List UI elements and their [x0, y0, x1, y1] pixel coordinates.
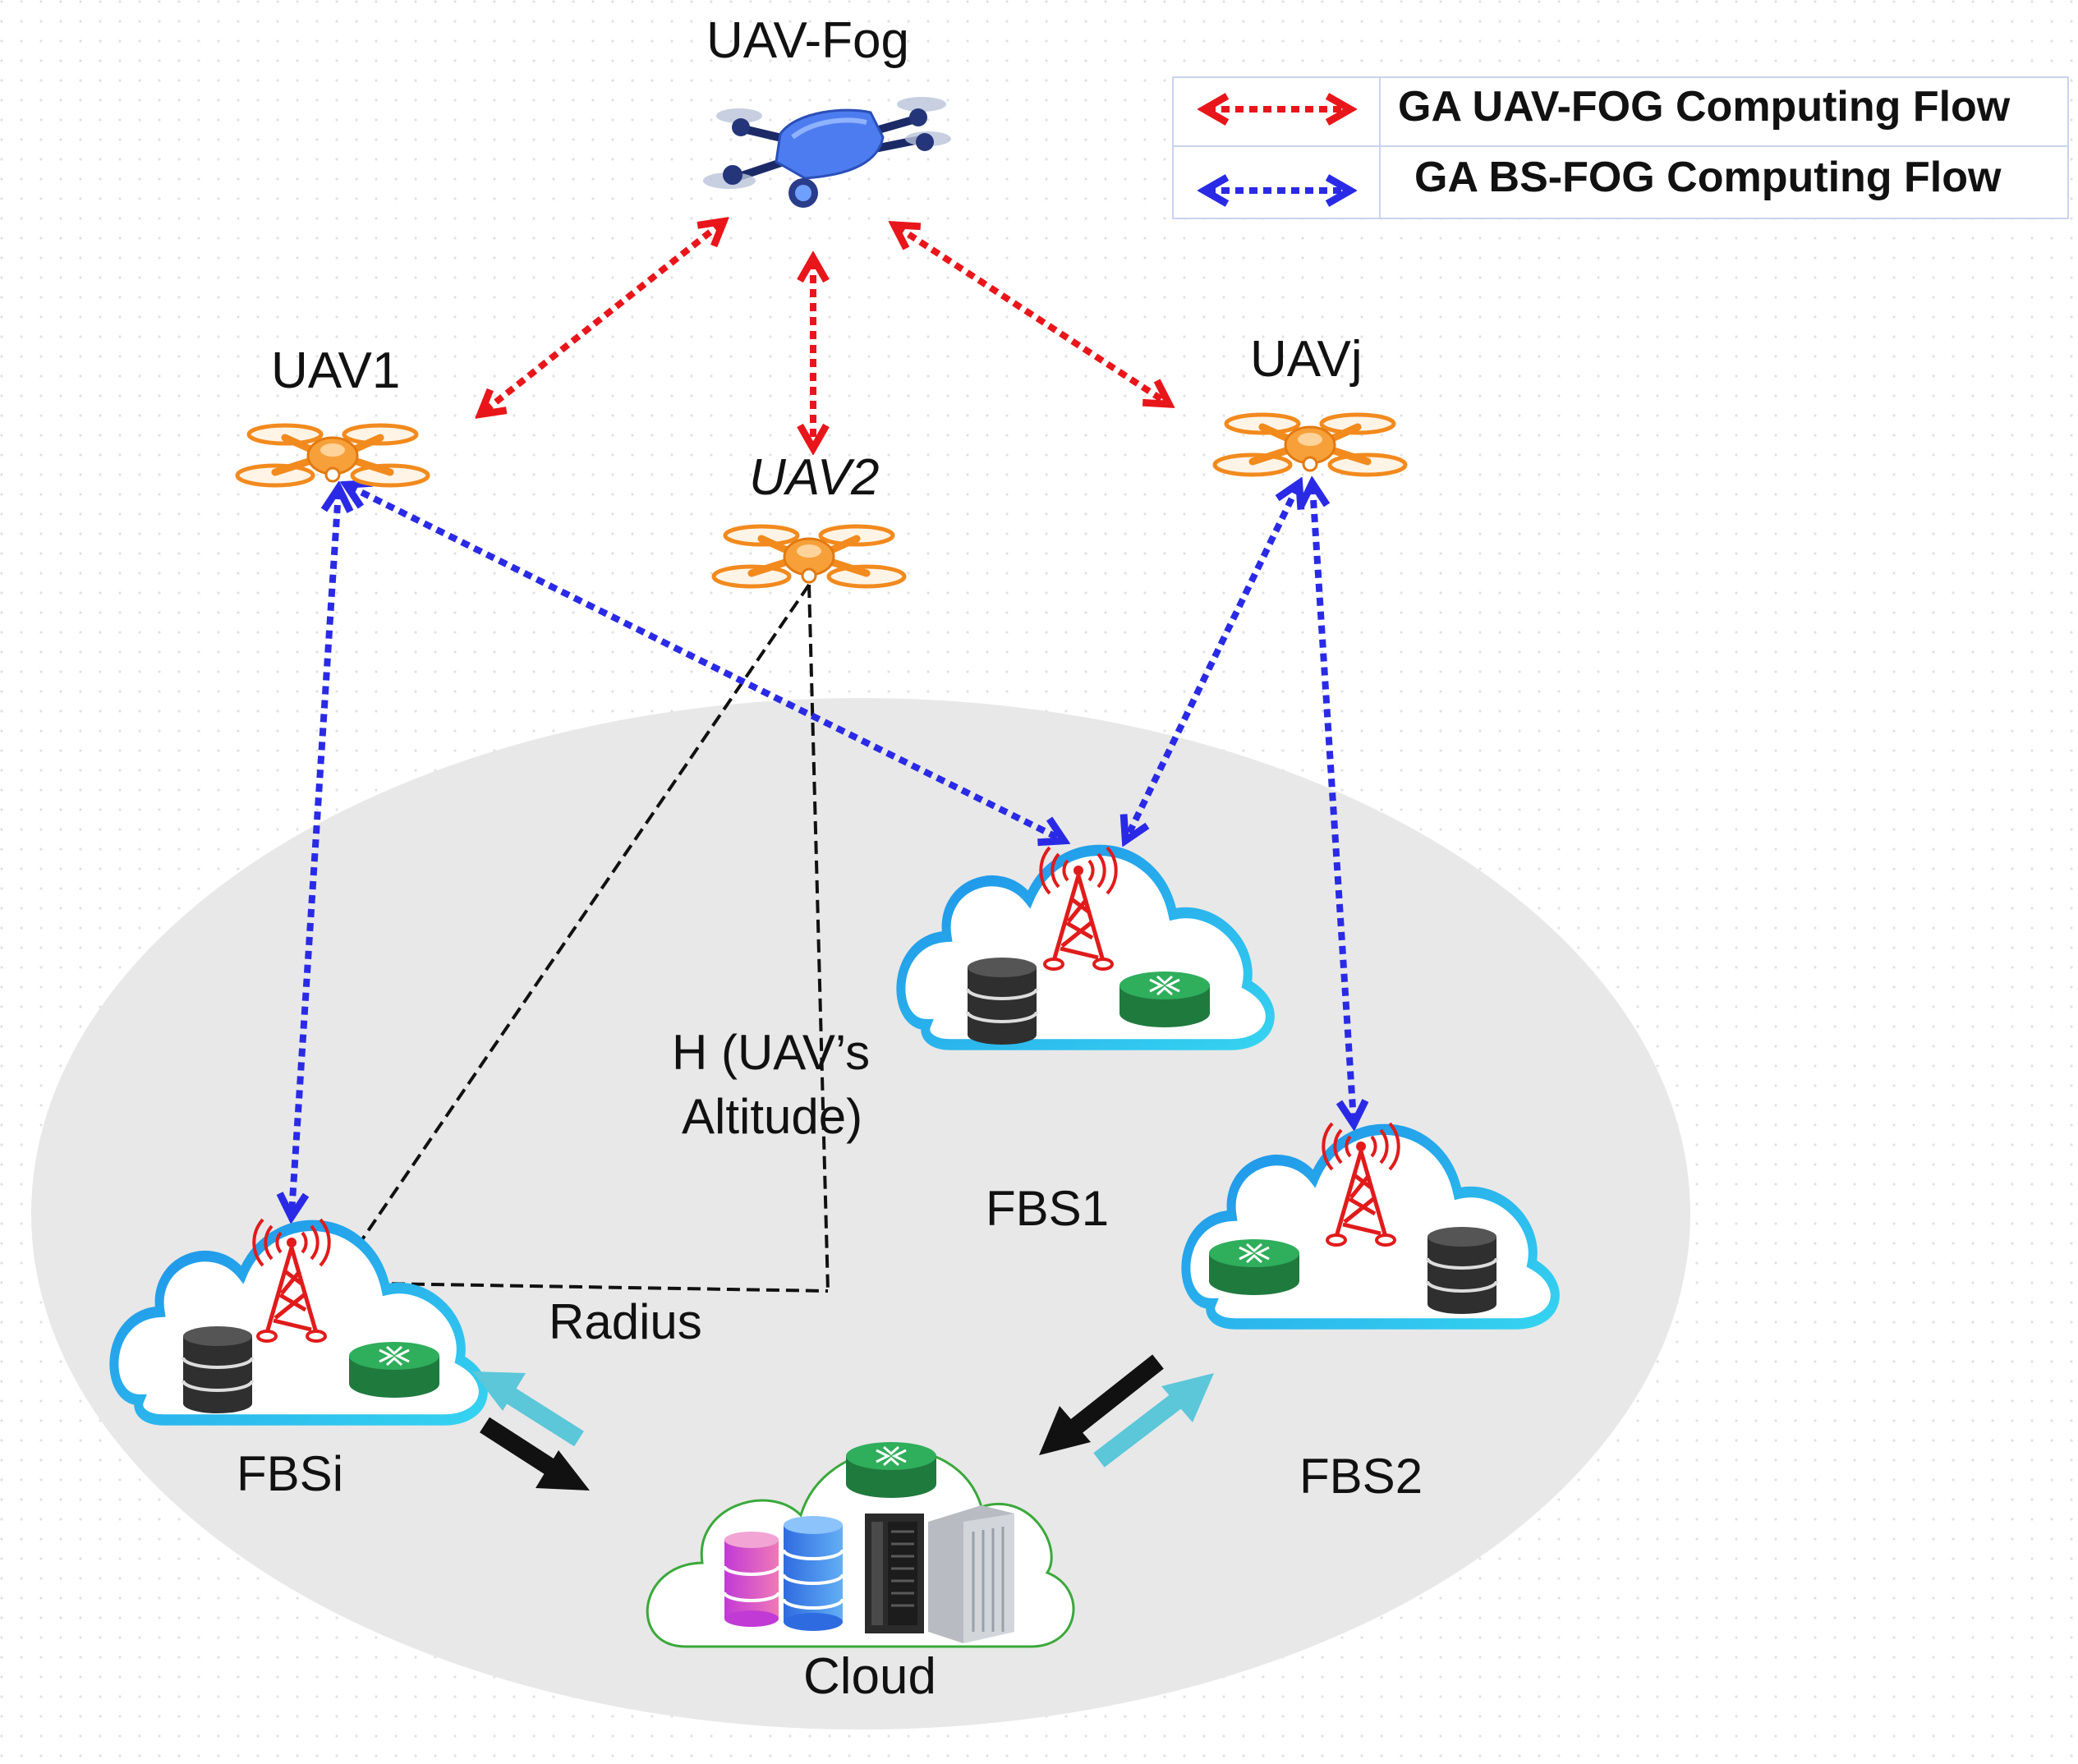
fbsi-download-arrow — [480, 1417, 590, 1491]
fbs1-router-icon — [1118, 970, 1211, 1029]
flow-fog-uav1 — [483, 223, 721, 412]
bs-fog-flows — [292, 486, 1354, 1214]
fbsi-router-icon — [347, 1340, 441, 1399]
flow-uav1-fbsi — [292, 491, 338, 1214]
legend-bs-fog-label: GA BS-FOG Computing Flow — [1414, 154, 2002, 201]
fbs2-download-arrow — [1039, 1354, 1164, 1455]
altitude-label-line1: H (UAV’s — [672, 1025, 870, 1080]
cloud-router-icon — [844, 1440, 938, 1500]
flow-uavj-fbs1 — [1127, 486, 1298, 838]
uav2-label: UAV2 — [749, 449, 880, 506]
altitude-label-line2: Altitude) — [682, 1089, 862, 1144]
radius-label: Radius — [549, 1294, 702, 1349]
fbs2-upload-arrow — [1093, 1373, 1214, 1468]
uav-fog-drone-icon — [703, 97, 951, 208]
flow-uav1-fbs1 — [349, 486, 1061, 839]
fbsi-upload-arrow — [472, 1371, 584, 1447]
server-rack-icon — [865, 1505, 1014, 1643]
fbsi-label: FBSi — [237, 1446, 343, 1501]
fbs2-database-icon — [1426, 1225, 1498, 1316]
legend-uav-fog-label: GA UAV-FOG Computing Flow — [1398, 83, 2011, 131]
radius-line — [332, 1281, 829, 1293]
coverage-area — [31, 698, 1690, 1730]
uav-fog-flows — [483, 223, 1166, 445]
uav1-label: UAV1 — [271, 342, 400, 399]
fbs1-database-icon — [966, 956, 1038, 1046]
uav-fog-label: UAV-Fog — [706, 12, 909, 69]
fbs1-label: FBS1 — [986, 1181, 1109, 1236]
uavj-label: UAVj — [1250, 331, 1363, 388]
cloud-label: Cloud — [803, 1648, 936, 1705]
flow-fog-uavj — [897, 227, 1166, 402]
cloud-blue-database-icon — [782, 1516, 844, 1631]
cloud-node — [646, 1440, 1075, 1648]
fbs2-router-icon — [1207, 1238, 1301, 1297]
fbs2-label: FBS2 — [1299, 1449, 1423, 1504]
cloud-pink-database-icon — [723, 1532, 780, 1627]
legend: GA UAV-FOG Computing Flow GA BS-FOG Comp… — [1172, 76, 2069, 219]
transfer-arrows — [472, 1354, 1214, 1491]
fbsi-database-icon — [182, 1325, 254, 1415]
